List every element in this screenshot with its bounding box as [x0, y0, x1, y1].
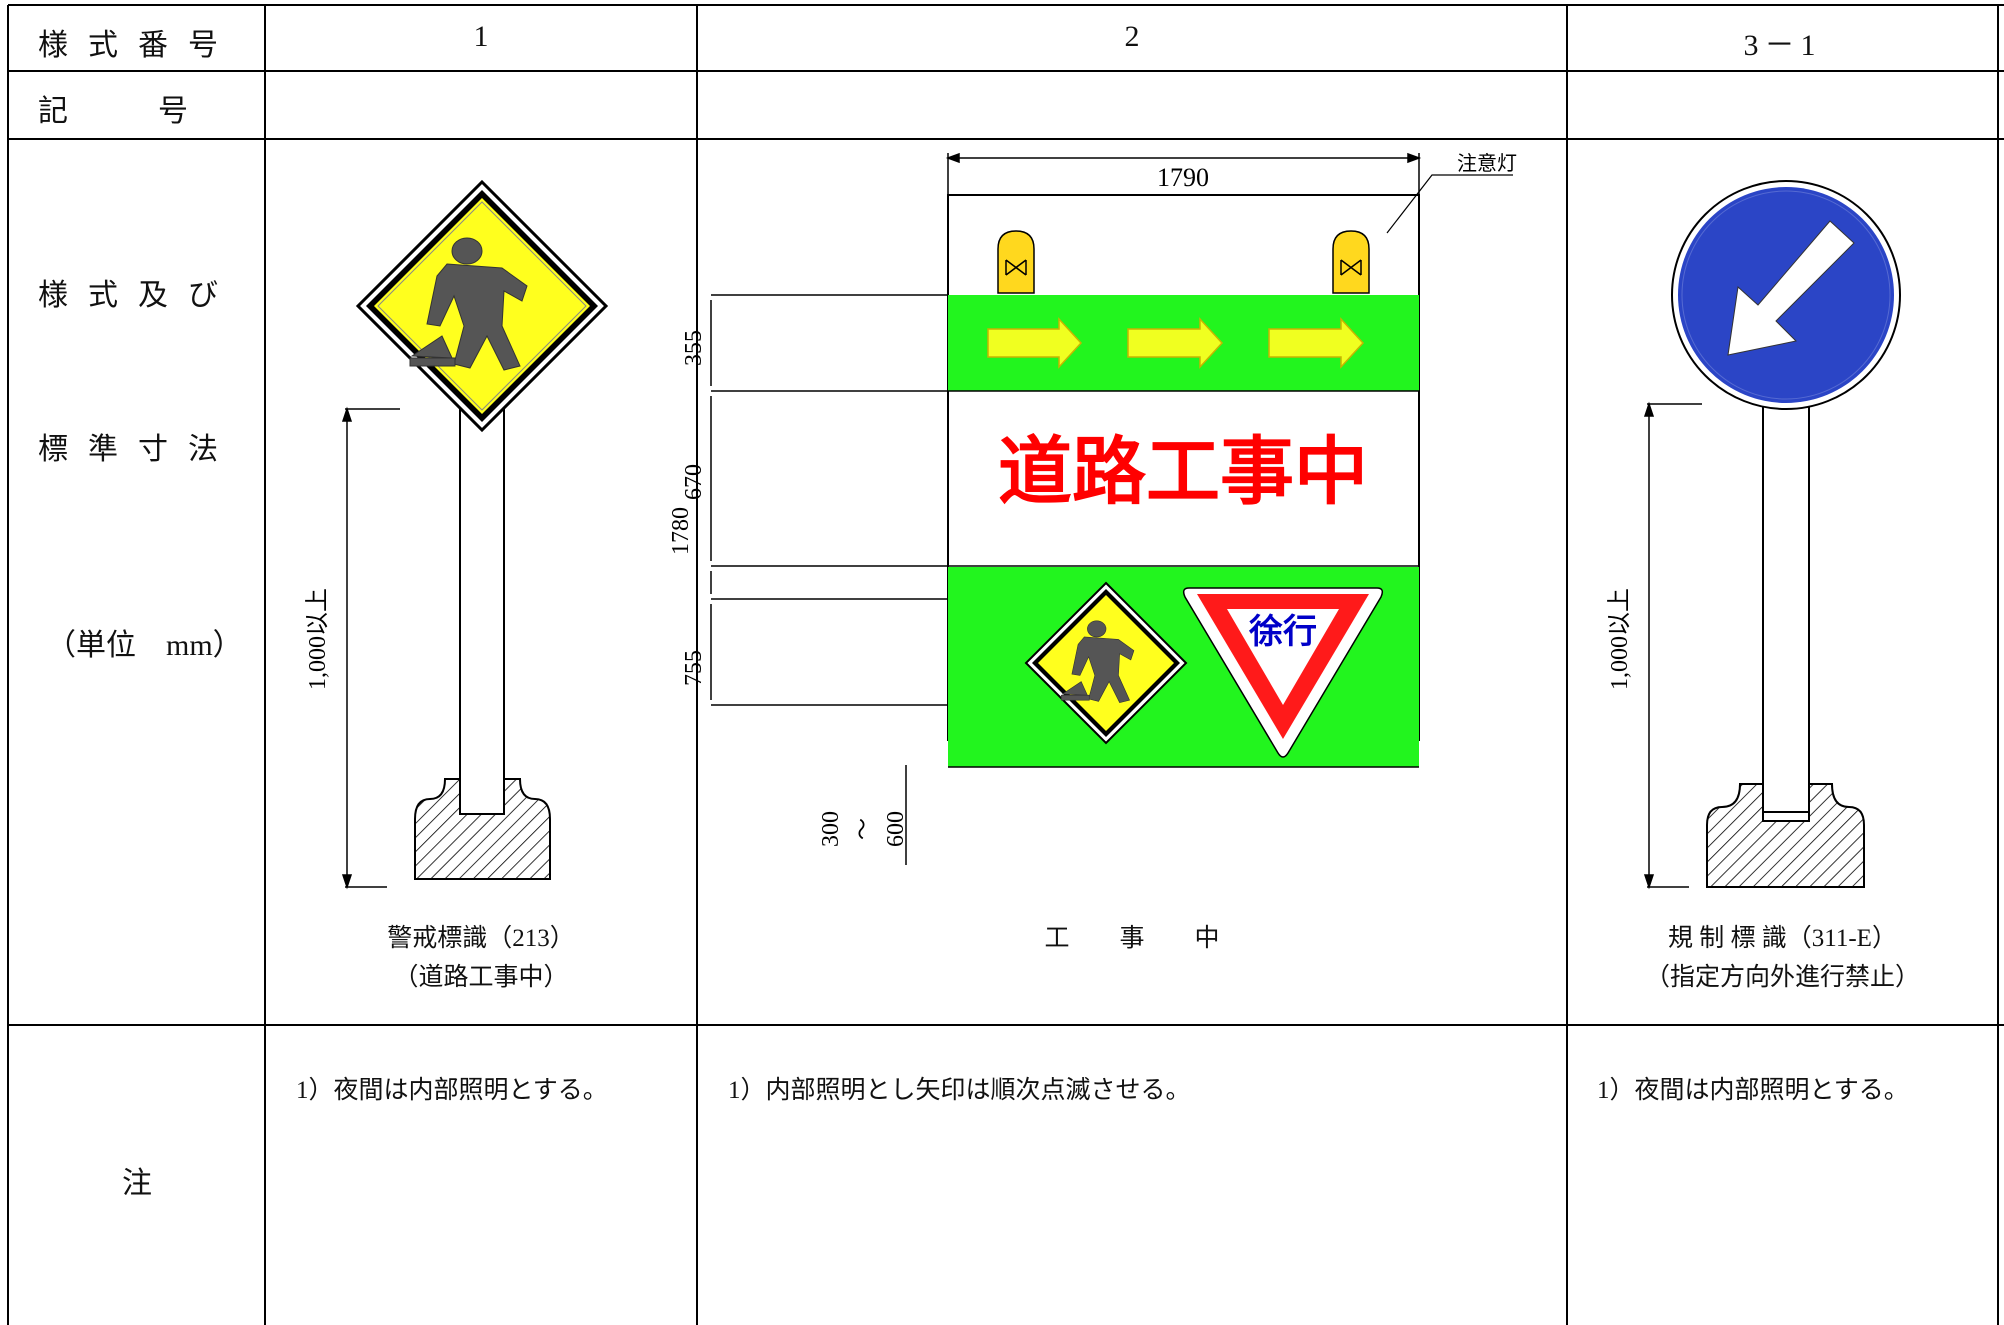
height-670-label: 670 [681, 464, 707, 500]
lamp-label: 注意灯 [1457, 151, 1517, 175]
warning-sign-drawing: 1,000以上 [304, 179, 609, 890]
warning-diamond [355, 179, 609, 433]
height-dimension [341, 406, 400, 890]
label-style-dims-2: 標準寸法 [38, 433, 238, 466]
width-label: 1790 [1157, 163, 1209, 192]
warning-lamp-icon [997, 230, 1035, 294]
height-755-label: 755 [681, 650, 707, 686]
arrow-right-icon [1127, 317, 1224, 369]
note-1: 1）夜間は内部照明とする。 [296, 1077, 608, 1104]
board-dimension-labels: 1790 注意灯 1780 355 670 755 [668, 151, 1517, 686]
warning-diamond-small [1024, 581, 1188, 745]
construction-board-drawing: 道路工事中 徐行 [710, 152, 1513, 768]
construction-worker-icon [1061, 620, 1135, 704]
height-355-label: 355 [681, 330, 707, 366]
base-tilde-label: ～ [851, 818, 876, 840]
note-2: 1）内部照明とし矢印は順次点滅させる。 [728, 1077, 1191, 1104]
column-number-2: 2 [1124, 20, 1140, 53]
board-dimensions [710, 152, 1422, 706]
concrete-base [1706, 783, 1865, 888]
yield-triangle-icon [1182, 587, 1384, 758]
column-number-3-1: 3－1 [1743, 29, 1822, 62]
arrow-down-left-icon [1727, 220, 1855, 356]
base-min-label: 300 [818, 811, 844, 847]
label-unit: （単位 mm） [46, 629, 243, 662]
caption-3-line2: （指定方向外進行禁止） [1644, 964, 1920, 991]
caption-1-line2: （道路工事中） [393, 964, 569, 991]
label-style-number: 様式番号 [38, 29, 238, 62]
base-dimension: 300 ～ 600 [818, 765, 909, 865]
caption-1-line1: 警戒標識（213） [387, 925, 575, 952]
column-number-1: 1 [473, 20, 489, 53]
label-symbol: 記 号 [38, 95, 188, 128]
height-label: 1,000以上 [1606, 588, 1633, 690]
main-text: 道路工事中 [998, 429, 1368, 515]
caption-2: 工 事 中 [1044, 925, 1220, 952]
regulatory-sign-drawing: 1,000以上 [1606, 180, 1901, 890]
regulatory-circle [1671, 180, 1901, 410]
base-max-label: 600 [883, 811, 909, 847]
height-label: 1,000以上 [304, 588, 331, 690]
concrete-base [414, 778, 551, 880]
caption-3-line1: 規 制 標 識（311-E） [1668, 925, 1897, 952]
label-style-dims-1: 様式及び [38, 279, 238, 312]
arrow-right-icon [987, 317, 1083, 369]
note-3: 1）夜間は内部照明とする。 [1597, 1077, 1909, 1104]
warning-lamp-icon [1332, 230, 1370, 294]
construction-worker-icon [409, 237, 528, 371]
total-height-label: 1780 [668, 507, 694, 555]
arrow-right-icon [1268, 317, 1365, 369]
height-dimension [1643, 401, 1702, 890]
yield-text: 徐行 [1248, 612, 1317, 652]
label-note: 注 [122, 1167, 152, 1200]
sign-post [1762, 393, 1810, 813]
